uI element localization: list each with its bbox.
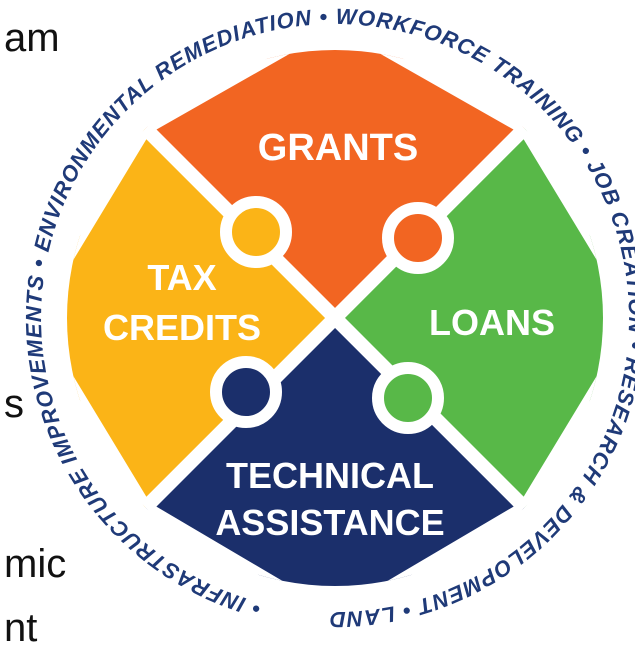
background-text-fragment-1: am [4, 16, 60, 60]
technical-label-line-1: TECHNICAL [226, 455, 434, 496]
grants-label: GRANTS [258, 127, 418, 169]
grants-knob [382, 202, 454, 274]
puzzle-disc [67, 50, 603, 586]
tax-credits-knob [220, 196, 292, 268]
tax-credits-label-line-2: CREDITS [103, 307, 261, 348]
tax-credits-label-line-1: TAX [147, 257, 216, 298]
background-text-fragment-3: mic [4, 542, 67, 586]
technical-assistance-knob [210, 356, 282, 428]
tax-credits-piece [67, 121, 342, 515]
loans-knob [372, 362, 444, 434]
background-text-fragment-2: s [4, 382, 24, 426]
technical-label-line-2: ASSISTANCE [215, 502, 444, 543]
loans-label: LOANS [429, 302, 555, 343]
